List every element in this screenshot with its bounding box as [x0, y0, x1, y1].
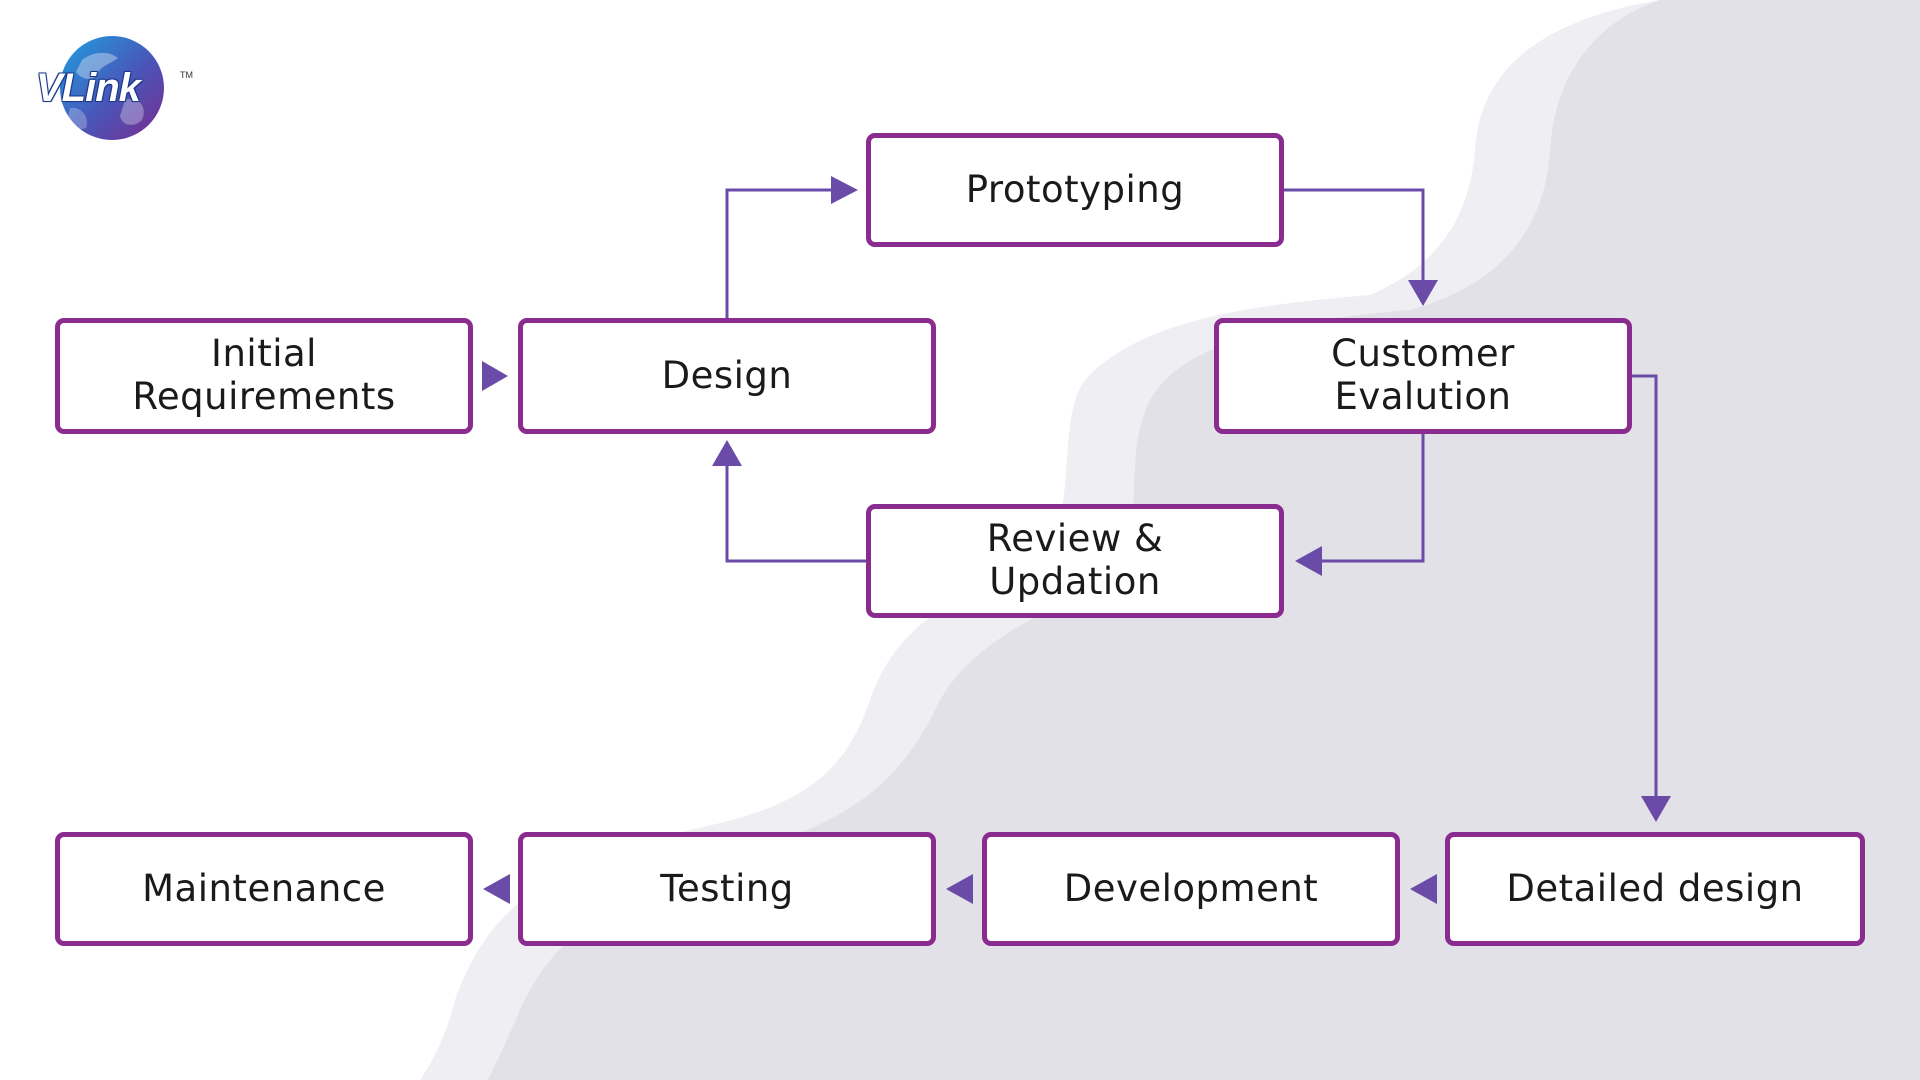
node-development-label: Development [1063, 866, 1319, 910]
arrow-into-prototyping [831, 176, 858, 204]
node-testing-label: Testing [660, 866, 794, 910]
node-maintenance: Maintenance [55, 832, 473, 946]
node-customer-evaluation-label: Customer Evalution [1331, 332, 1515, 418]
node-review-updation-label: Review & Updation [986, 517, 1164, 603]
vlink-logo: VLink TM [30, 30, 200, 150]
arrow-development-to-testing [946, 874, 973, 904]
node-detailed-design-label: Detailed design [1506, 866, 1804, 910]
node-initial-requirements-label: Initial Requirements [132, 332, 396, 418]
node-maintenance-label: Maintenance [142, 866, 386, 910]
connector-customer-evaluation-to-detailed-design [1632, 374, 1658, 798]
connector-design-to-prototyping [725, 188, 835, 318]
node-prototyping-label: Prototyping [965, 167, 1185, 211]
connector-prototyping-to-customer-evaluation [1283, 188, 1425, 282]
node-design: Design [518, 318, 936, 434]
node-customer-evaluation: Customer Evalution [1214, 318, 1632, 434]
logo-wordmark: VLink [36, 66, 141, 110]
arrow-initial-to-design [482, 361, 508, 391]
node-prototyping: Prototyping [866, 133, 1284, 247]
node-review-updation: Review & Updation [866, 504, 1284, 618]
arrow-detailed-to-development [1410, 874, 1437, 904]
arrow-into-customer-evaluation [1408, 280, 1438, 306]
connector-review-to-design [725, 466, 866, 563]
arrow-into-detailed-design [1641, 796, 1671, 822]
logo-trademark: TM [180, 70, 193, 80]
arrow-testing-to-maintenance [483, 874, 510, 904]
connector-customer-evaluation-to-review [1318, 434, 1425, 563]
node-design-label: Design [661, 353, 793, 397]
arrow-into-design-from-below [712, 440, 742, 466]
node-testing: Testing [518, 832, 936, 946]
arrow-into-review [1295, 546, 1322, 576]
node-detailed-design: Detailed design [1445, 832, 1865, 946]
node-initial-requirements: Initial Requirements [55, 318, 473, 434]
node-development: Development [982, 832, 1400, 946]
globe-icon [60, 36, 164, 140]
